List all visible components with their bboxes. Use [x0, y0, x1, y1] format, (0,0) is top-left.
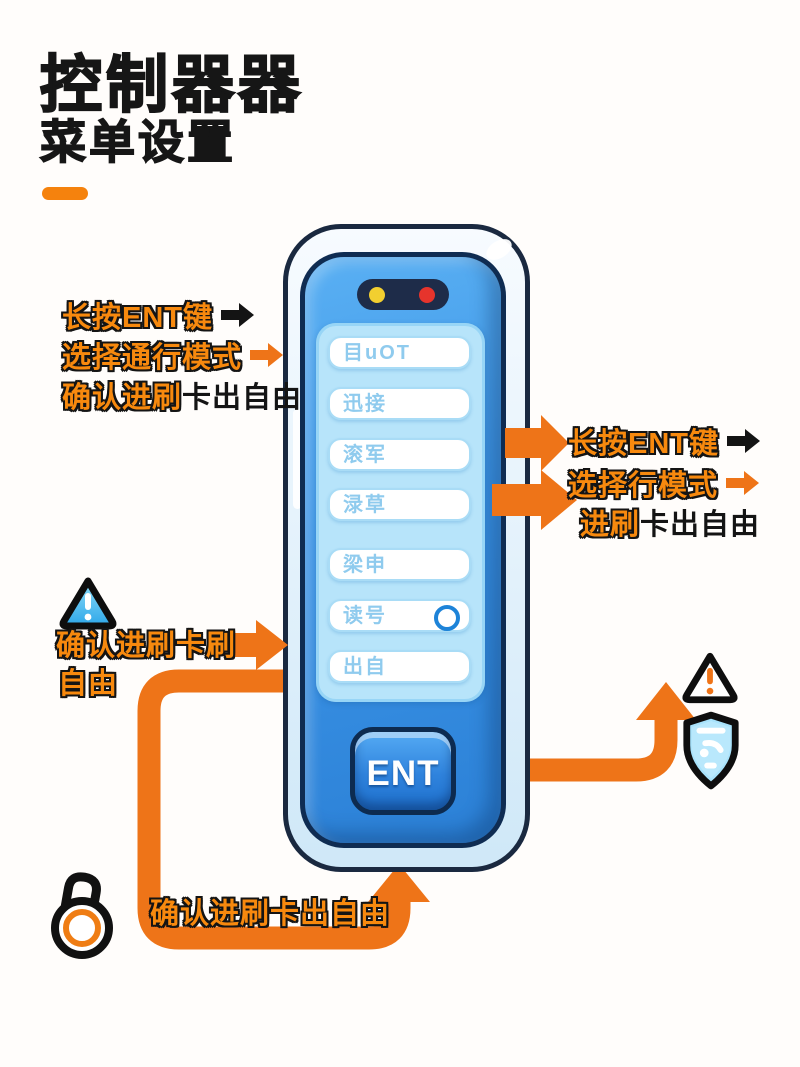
- right-arrow-icon: [726, 478, 745, 488]
- page-subtitle: 菜单设置: [39, 115, 236, 169]
- menu-item-4[interactable]: 渌草: [328, 488, 471, 521]
- right-arrow-icon: [727, 436, 746, 446]
- menu-item-6-label: 读号: [343, 605, 387, 627]
- right-arrow-icon: [250, 350, 269, 360]
- shield-icon: [683, 711, 739, 790]
- annotation-right-line3: 进刷 卡出自由: [580, 509, 761, 541]
- led-indicator-pill: [357, 279, 449, 310]
- menu-item-6[interactable]: 读号: [328, 599, 471, 632]
- menu-item-3[interactable]: 滚军: [328, 438, 471, 471]
- annotation-topleft-line2: 选择通行模式: [62, 334, 269, 376]
- menu-item-2[interactable]: 迅接: [328, 387, 471, 420]
- up-arrow-icon: [368, 864, 430, 902]
- right-arrow-icon: [221, 310, 240, 320]
- up-arrow-icon: [636, 682, 696, 720]
- warning-triangle-icon: [682, 652, 738, 704]
- annotation-midleft-line2: 自由: [58, 668, 119, 700]
- warning-triangle-icon: [59, 577, 117, 630]
- menu-item-5[interactable]: 梁申: [328, 548, 471, 581]
- annotation-topleft-line1: 长按ENT键: [62, 294, 240, 336]
- menu-item-7[interactable]: 出自: [328, 650, 471, 683]
- led-yellow-dot: [369, 287, 385, 303]
- access-controller-device: 目uOT 迅接 滚军 渌草 梁申 读号 出自 ENT: [283, 224, 530, 872]
- page-title: 控制器器: [39, 50, 305, 121]
- loop-path-left: [137, 669, 411, 950]
- annotation-right-line1: 长按ENT键: [568, 420, 746, 462]
- loop-path-right: [524, 716, 678, 782]
- annotation-bottom-line1: 确认进刷卡出自由: [150, 898, 391, 930]
- device-screen: 目uOT 迅接 滚军 渌草 梁申 读号 出自: [316, 323, 485, 702]
- ent-button[interactable]: ENT: [350, 727, 456, 815]
- led-red-dot: [419, 287, 435, 303]
- annotation-topleft-line3: 确认进刷 卡出自由: [62, 382, 303, 414]
- padlock-icon: [51, 872, 113, 959]
- annotation-right-line2: 选择行模式: [568, 462, 745, 504]
- radio-circle-icon[interactable]: [434, 605, 460, 631]
- menu-item-1[interactable]: 目uOT: [328, 336, 471, 369]
- annotation-midleft-line1: 确认进刷卡刷: [56, 630, 237, 662]
- accent-dash: [42, 187, 88, 200]
- device-body: 目uOT 迅接 滚军 渌草 梁申 读号 出自 ENT: [300, 252, 506, 848]
